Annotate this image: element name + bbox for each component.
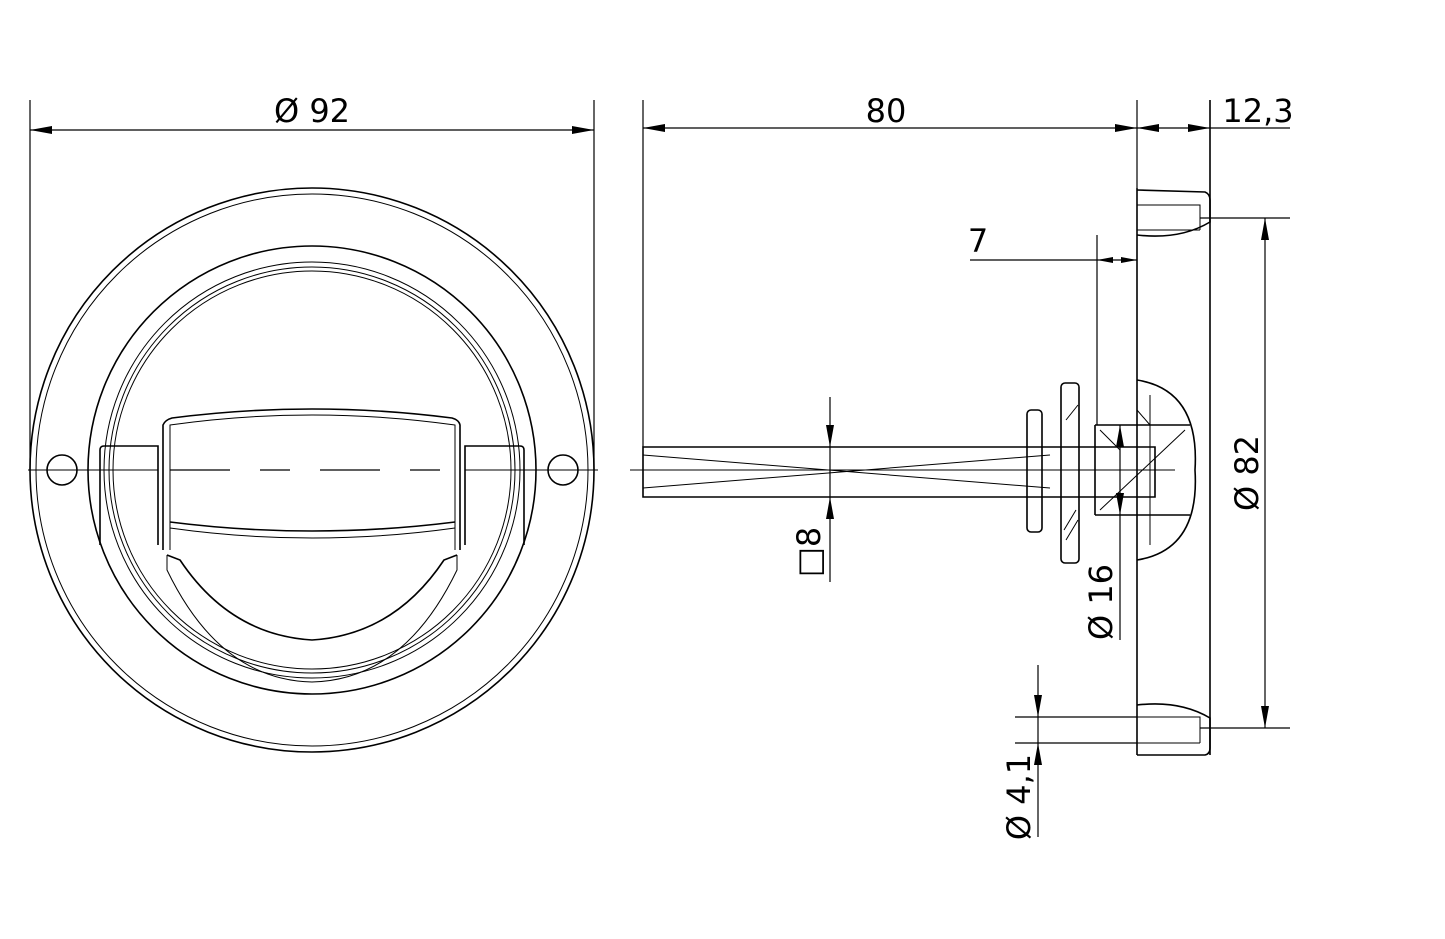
inner-ring-mid (103, 261, 521, 679)
label-spindle-length: 80 (866, 92, 907, 130)
bottom-screw-hole (1137, 716, 1201, 744)
turn-knob-grip (166, 554, 458, 641)
turn-arm-left (99, 445, 159, 545)
rose-boss-inner (1136, 395, 1151, 545)
side-view (630, 100, 1211, 756)
label-front-diameter: Ø 92 (274, 92, 350, 130)
dimension-hub-diameter: Ø 16 (1082, 425, 1124, 640)
label-offset: 7 (968, 222, 988, 260)
label-hole-diameter: Ø 4,1 (1000, 754, 1038, 840)
dimension-rose-diameter: Ø 82 (1200, 217, 1290, 729)
spindle (642, 446, 1156, 498)
top-screw-hole (1137, 204, 1201, 231)
label-square-spindle: □8 (790, 527, 828, 578)
label-hub-diameter: Ø 16 (1082, 564, 1120, 640)
dimension-square-spindle: □8 (790, 397, 834, 582)
rose-edge-top (1136, 189, 1211, 237)
turn-arm-right (464, 445, 525, 545)
rose-boss (1136, 379, 1197, 561)
spindle-facet-line (642, 454, 1051, 489)
turn-knob-lower-edge2 (169, 527, 456, 539)
dimension-spindle-length: 80 (642, 92, 1138, 447)
spring-washer (1060, 382, 1080, 564)
label-rose-depth: 12,3 (1222, 92, 1293, 130)
turn-knob-grip-outer (166, 555, 458, 683)
dimension-hole-diameter: Ø 4,1 (1000, 665, 1137, 840)
turn-knob-lower-edge (169, 521, 456, 532)
washer (1026, 409, 1043, 533)
turn-knob-inner (169, 414, 456, 550)
dimension-offset: 7 (968, 222, 1137, 263)
dimension-rose-depth: 12,3 (1137, 92, 1294, 132)
rose-edge-bottom (1136, 703, 1211, 756)
front-view (28, 187, 598, 753)
turn-knob (162, 408, 461, 550)
hub (1094, 424, 1190, 516)
spring-washer-hatch (1063, 404, 1079, 541)
dimension-front-diameter: Ø 92 (29, 92, 595, 470)
label-rose-diameter: Ø 82 (1228, 435, 1266, 511)
